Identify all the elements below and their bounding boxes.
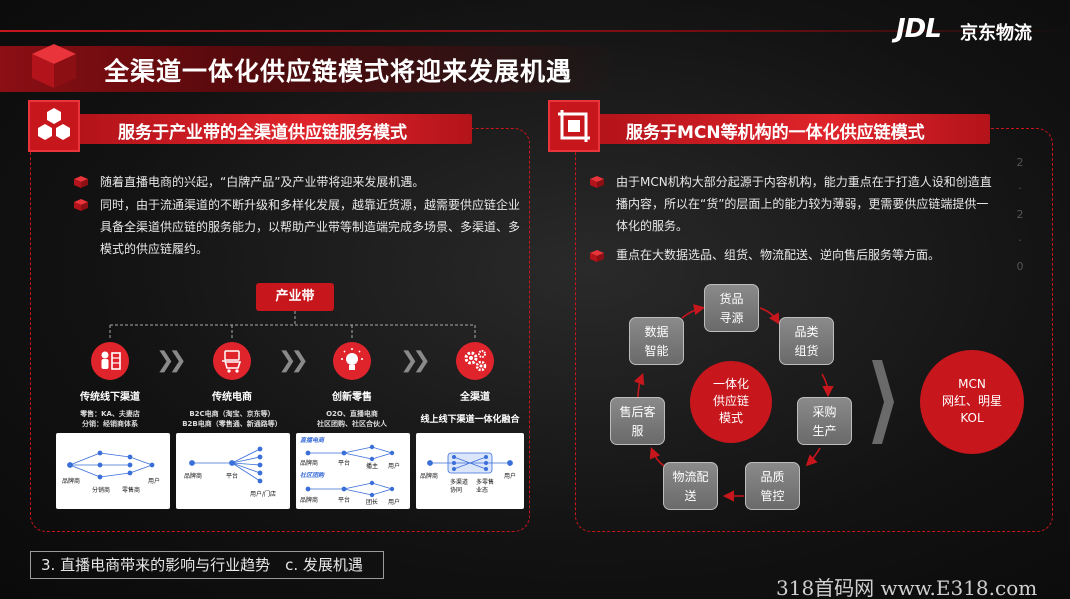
category-sub: 线上线下渠道一体化融合 [420, 415, 520, 425]
left-section-title: 服务于产业带的全渠道供应链服务模式 [118, 123, 407, 143]
chevron-right-icon: ❯❯ [156, 348, 187, 373]
cycle-arrows [633, 304, 834, 502]
center-model-circle: 一体化供应链模式 [690, 361, 772, 443]
arrow-right-icon [872, 360, 894, 444]
category-sub: 零售：KA、夫妻店分销：经销商体系 [80, 410, 140, 428]
hexagon-cluster-icon [28, 100, 80, 152]
cube-bullet-icon [590, 250, 604, 262]
cycle-node-quality: 品质管控 [745, 462, 800, 510]
cube-bullet-icon [74, 199, 88, 211]
category-sub: O2O、直播电商社区团购、社区合伙人 [317, 410, 387, 428]
cycle-node-sourcing: 货品寻源 [704, 284, 759, 332]
logo-text: 京东物流 [960, 23, 1032, 44]
watermark: 318首码网 www.E318.com [776, 576, 1038, 599]
cube-bullet-icon [74, 176, 88, 188]
store-people-icon [91, 342, 129, 380]
cycle-node-logistics: 物流配送 [663, 462, 718, 510]
category-label: 全渠道 [460, 392, 490, 403]
category-sub: B2C电商（淘宝、京东等）B2B电商（零售通、新通路等） [182, 410, 282, 428]
flow-thumbnail-ecommerce: 品牌商 平台 用户/门店 [176, 433, 290, 509]
cube-bullet-icon [590, 176, 604, 188]
page-title: 全渠道一体化供应链模式将迎来发展机遇 [104, 57, 573, 86]
cube-icon [32, 44, 76, 88]
chevron-right-icon: ❯❯ [278, 348, 309, 373]
right-section-banner [596, 114, 990, 144]
right-paragraph-1: 由于MCN机构大部分起源于内容机构，能力重点在于打造人设和创造直播内容，所以在“… [616, 175, 992, 233]
category-label: 传统电商 [212, 392, 252, 403]
industry-belt-tag: 产业带 [256, 283, 334, 311]
category-label: 传统线下渠道 [80, 392, 140, 403]
left-section-banner [78, 114, 472, 144]
cycle-node-after-sales: 售后客服 [610, 397, 665, 445]
right-section-title: 服务于MCN等机构的一体化供应链模式 [626, 123, 925, 143]
crop-frame-icon [548, 100, 600, 152]
right-paragraph-2: 重点在大数据选品、组货、物流配送、逆向售后服务等方面。 [616, 248, 941, 262]
flow-thumbnail-new-retail: 直播电商 品牌商 平台 播主 用户 社区团购 品牌商 平台 团长 用户 [296, 433, 410, 509]
cycle-node-assortment: 品类组货 [779, 317, 834, 365]
side-year: 2·2·0 [1016, 156, 1024, 273]
left-paragraph-1: 随着直播电商的兴起，“白牌产品”及产业带将迎来发展机遇。 [100, 175, 425, 189]
left-paragraph-2: 同时，由于流通渠道的不断升级和多样化发展，越靠近货源，越需要供应链企业具备全渠道… [100, 198, 521, 256]
gears-icon [456, 342, 494, 380]
category-label: 创新零售 [332, 392, 372, 403]
cycle-node-data: 数据智能 [629, 317, 684, 365]
title-bar [0, 46, 620, 92]
chapter-footer: 3. 直播电商带来的影响与行业趋势 c. 发展机遇 [30, 551, 384, 579]
lightbulb-icon [333, 342, 371, 380]
header-rule [0, 30, 1070, 32]
logo-mark: JDL [896, 14, 942, 44]
flow-thumbnail-offline: 品牌商 分销商 零售商 用户 [56, 433, 170, 509]
flow-thumbnail-omnichannel: 品牌商 多渠道协同 多零售业态 用户 [416, 433, 524, 509]
chevron-right-icon: ❯❯ [400, 348, 431, 373]
cycle-node-procurement: 采购生产 [797, 397, 852, 445]
tree-connectors [109, 311, 476, 339]
shopping-cart-icon [213, 342, 251, 380]
